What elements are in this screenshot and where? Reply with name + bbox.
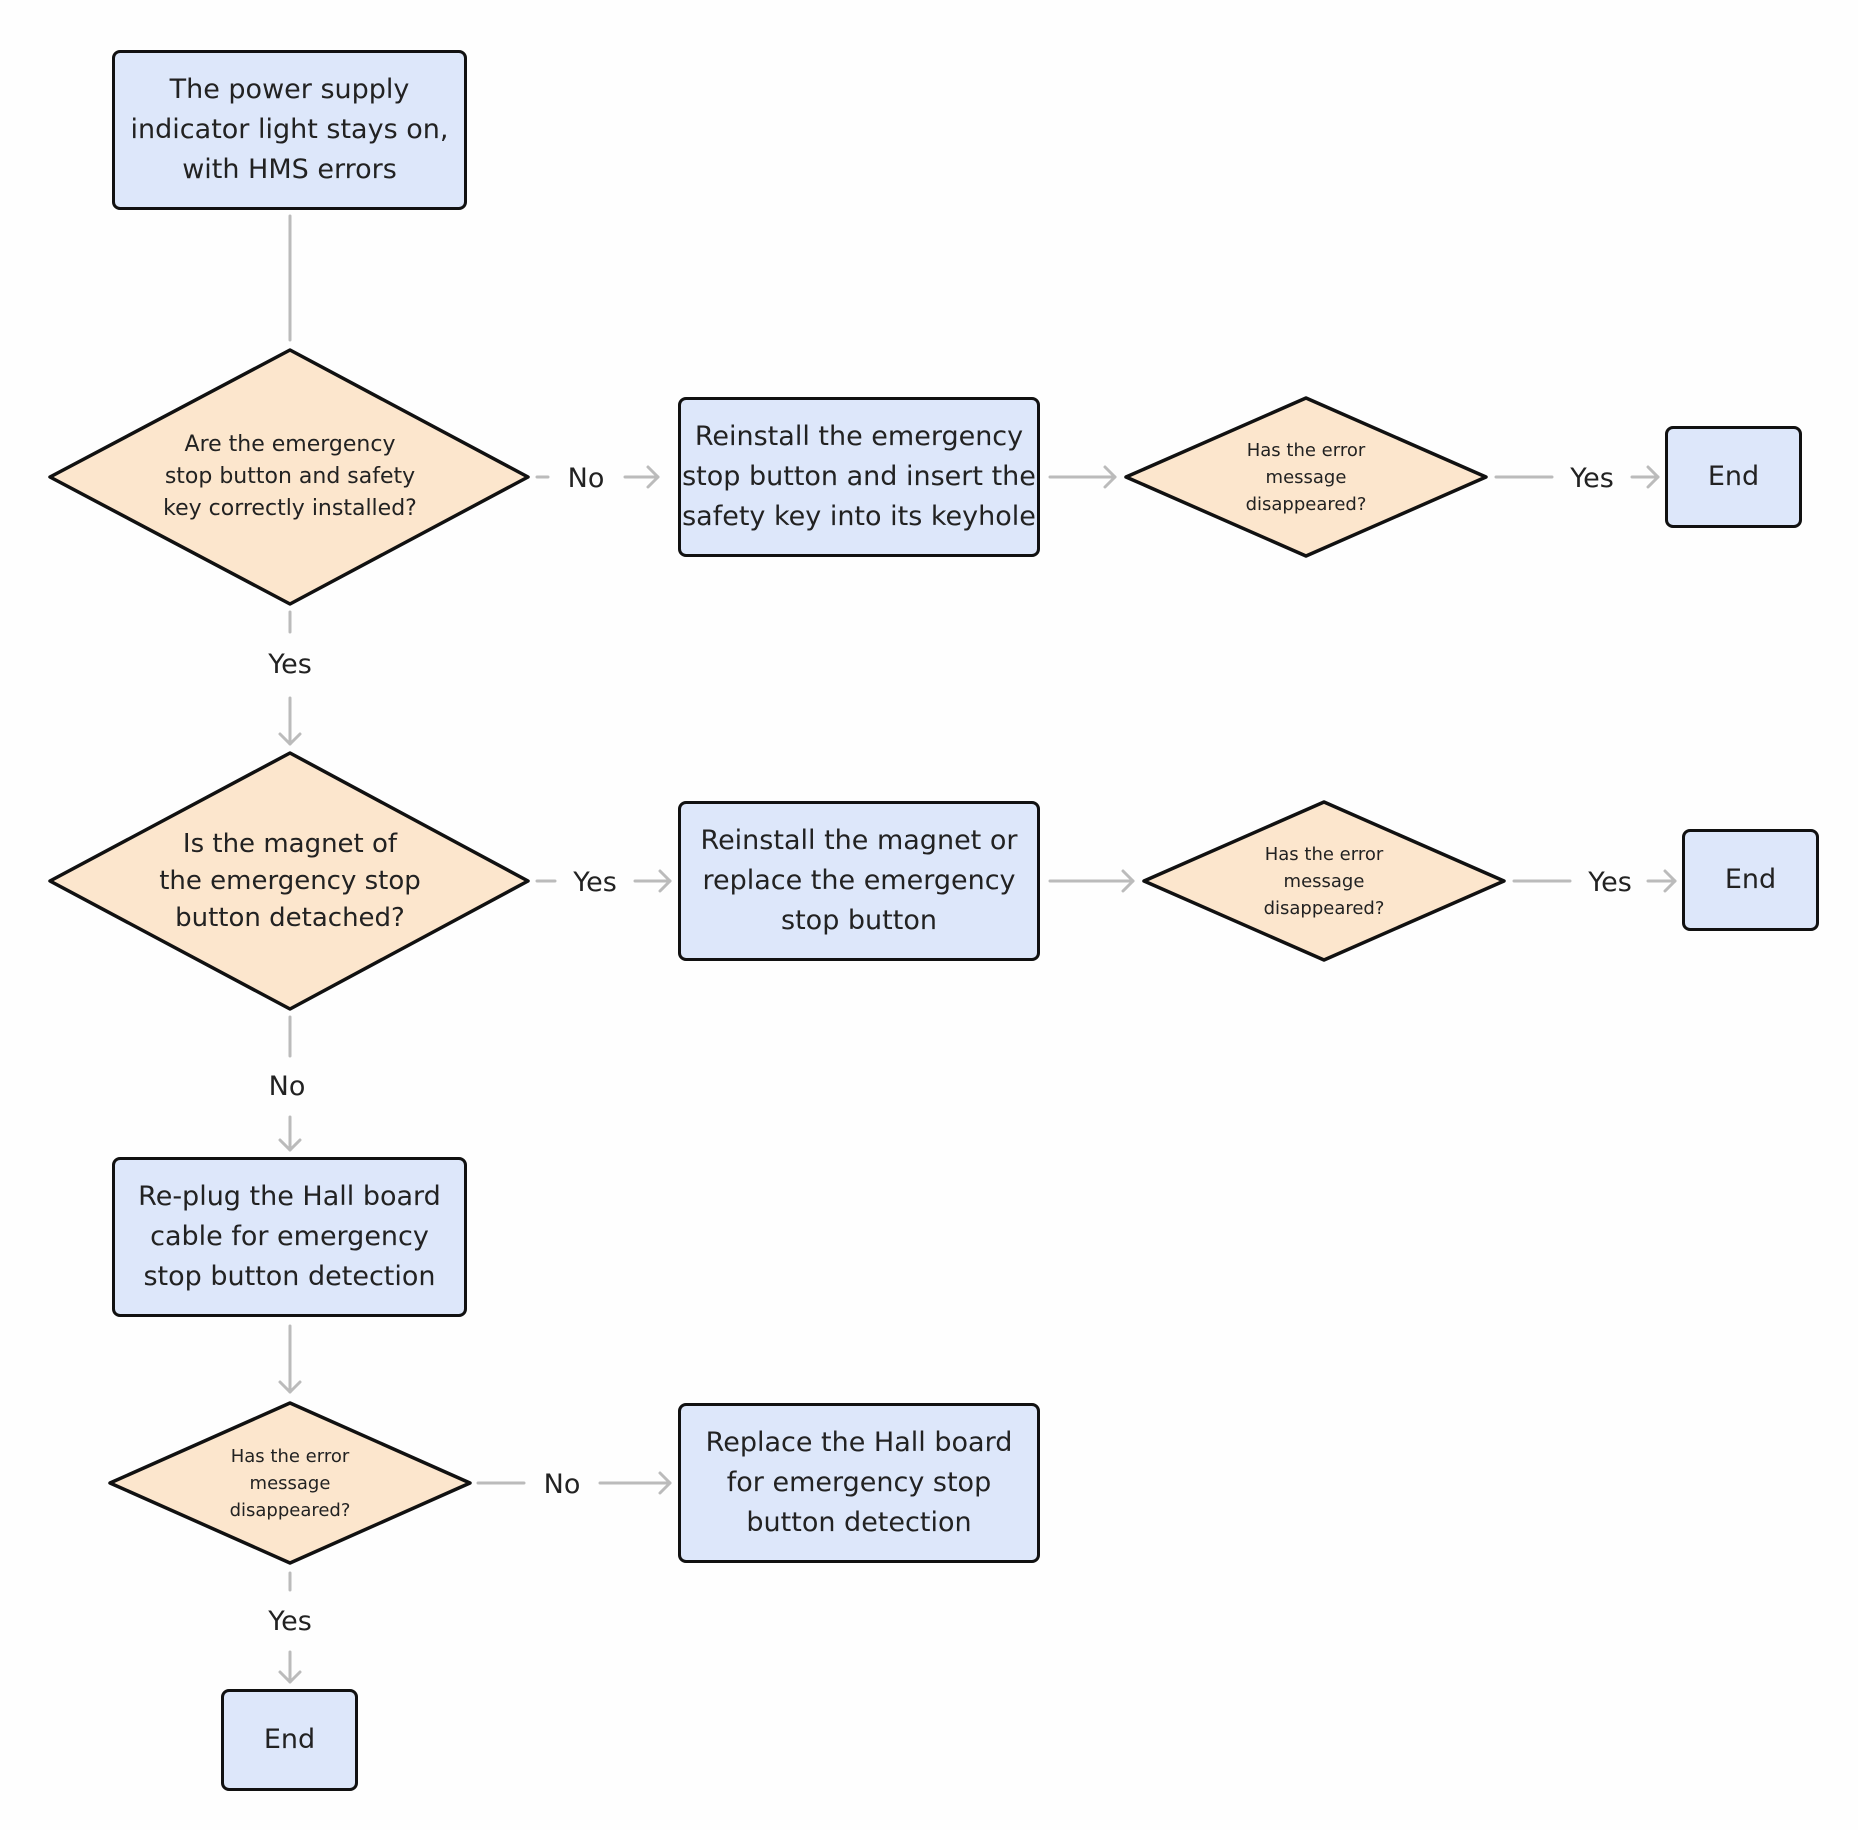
decision-disappeared-1-shape [1124, 396, 1488, 558]
arrowhead-q-installed-yes [278, 732, 302, 746]
end-1-text: End [1707, 461, 1760, 492]
decision-magnet-shape [48, 751, 530, 1011]
arrowhead-reinstall-magnet-to-q2 [1121, 869, 1135, 893]
arrowhead-reinstall-key-to-q1 [1103, 465, 1117, 489]
decision-disappeared-2: Has the error message disappeared? [1214, 836, 1434, 926]
start-box: The power supply indicator light stays o… [112, 50, 467, 210]
decision-disappeared-3: Has the error message disappeared? [180, 1438, 400, 1528]
decision-disappeared-1-text: Has the error message disappeared? [1245, 439, 1367, 515]
decision-installed-text: Are the emergency stop button and safety… [163, 432, 417, 521]
edge-disappeared-1-yes: Yes [1566, 464, 1618, 494]
replug-hall-box: Re-plug the Hall board cable for emergen… [112, 1157, 467, 1317]
arrowhead-q1-yes [1646, 465, 1660, 489]
decision-disappeared-3-shape [108, 1401, 472, 1565]
start-text: The power supply indicator light stays o… [130, 74, 449, 185]
arrowhead-q2-yes [1663, 869, 1677, 893]
edge-magnet-no: No [264, 1072, 310, 1102]
arrowhead-q3-no [658, 1471, 672, 1495]
end-box-2: End [1682, 829, 1819, 931]
decision-installed: Are the emergency stop button and safety… [120, 417, 460, 537]
decision-disappeared-1: Has the error message disappeared? [1196, 432, 1416, 522]
reinstall-key-box: Reinstall the emergency stop button and … [678, 397, 1040, 557]
arrowhead-q-installed-no [646, 465, 660, 489]
decision-disappeared-3-text: Has the error message disappeared? [229, 1445, 351, 1521]
end-2-text: End [1724, 864, 1777, 895]
arrowhead-replug-to-q3 [278, 1380, 302, 1394]
decision-magnet-text: Is the magnet of the emergency stop butt… [159, 828, 421, 933]
reinstall-key-text: Reinstall the emergency stop button and … [682, 421, 1036, 532]
decision-installed-shape [48, 348, 530, 606]
replace-hall-text: Replace the Hall board for emergency sto… [705, 1427, 1013, 1538]
edge-disappeared-3-no: No [539, 1470, 585, 1500]
edge-installed-yes: Yes [264, 650, 316, 680]
edge-magnet-yes: Yes [569, 868, 621, 898]
edge-installed-no: No [563, 464, 609, 494]
reinstall-magnet-box: Reinstall the magnet or replace the emer… [678, 801, 1040, 961]
arrowhead-q3-yes [278, 1670, 302, 1684]
end-3-text: End [263, 1724, 316, 1755]
replug-hall-text: Re-plug the Hall board cable for emergen… [138, 1181, 441, 1292]
reinstall-magnet-text: Reinstall the magnet or replace the emer… [700, 825, 1018, 936]
arrowhead-q-magnet-yes [658, 869, 672, 893]
decision-disappeared-2-text: Has the error message disappeared? [1263, 843, 1385, 919]
end-box-3: End [221, 1689, 358, 1791]
replace-hall-box: Replace the Hall board for emergency sto… [678, 1403, 1040, 1563]
arrowhead-q-magnet-no [278, 1138, 302, 1152]
decision-disappeared-2-shape [1142, 800, 1506, 962]
edge-disappeared-3-yes: Yes [264, 1607, 316, 1637]
edge-disappeared-2-yes: Yes [1584, 868, 1636, 898]
end-box-1: End [1665, 426, 1802, 528]
decision-magnet: Is the magnet of the emergency stop butt… [120, 821, 460, 941]
